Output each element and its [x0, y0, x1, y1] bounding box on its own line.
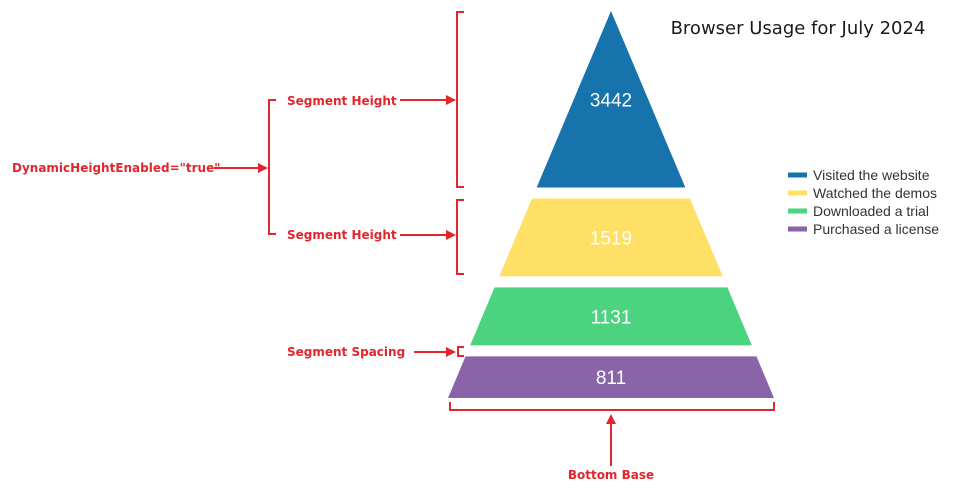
annotation-segment-height-2: Segment Height: [287, 199, 464, 275]
legend-item-purchased-a-license[interactable]: Purchased a license: [813, 221, 939, 237]
annotation-segment-height-2-bracket: [456, 199, 464, 275]
annotation-segment-height-1: Segment Height: [287, 11, 464, 188]
legend-item-downloaded-a-trial[interactable]: Downloaded a trial: [813, 203, 929, 219]
segment-watched-the-demos[interactable]: [499, 198, 723, 277]
annotation-segment-height-1-label: Segment Height: [287, 94, 397, 108]
segment-value-label: 811: [596, 368, 626, 389]
legend-swatch: [788, 172, 807, 178]
segment-value-label: 1131: [591, 307, 632, 328]
segment-downloaded-a-trial[interactable]: [470, 287, 752, 346]
legend-swatch: [788, 190, 807, 196]
annotation-dynamic-height-bracket: [268, 99, 276, 235]
annotation-dynamic-height-label: DynamicHeightEnabled="true": [12, 161, 220, 175]
annotation-bottom-base-label: Bottom Base: [568, 468, 654, 482]
annotation-segment-spacing-label: Segment Spacing: [287, 345, 405, 359]
annotation-dynamic-height: DynamicHeightEnabled="true": [12, 99, 276, 235]
annotation-bottom-base-bracket: [449, 402, 775, 411]
annotation-segment-spacing-bracket: [457, 346, 464, 357]
legend-swatch: [788, 226, 807, 232]
annotation-bottom-base: Bottom Base: [449, 402, 775, 482]
legend-swatch: [788, 208, 807, 214]
chart-title: Browser Usage for July 2024: [671, 18, 926, 39]
annotation-segment-height-1-bracket: [456, 11, 464, 188]
legend-item-watched-the-demos[interactable]: Watched the demos: [813, 185, 937, 201]
segment-visited-the-website[interactable]: [536, 11, 686, 188]
pyramid-segments: 3442 1519 1131 811: [448, 11, 774, 398]
segment-value-label: 3442: [590, 90, 632, 111]
segment-value-label: 1519: [590, 228, 632, 249]
annotation-segment-spacing: Segment Spacing: [287, 345, 464, 359]
legend-item-visited-the-website[interactable]: Visited the website: [813, 167, 930, 183]
annotation-segment-height-2-label: Segment Height: [287, 228, 397, 242]
segment-purchased-a-license[interactable]: [448, 356, 774, 398]
